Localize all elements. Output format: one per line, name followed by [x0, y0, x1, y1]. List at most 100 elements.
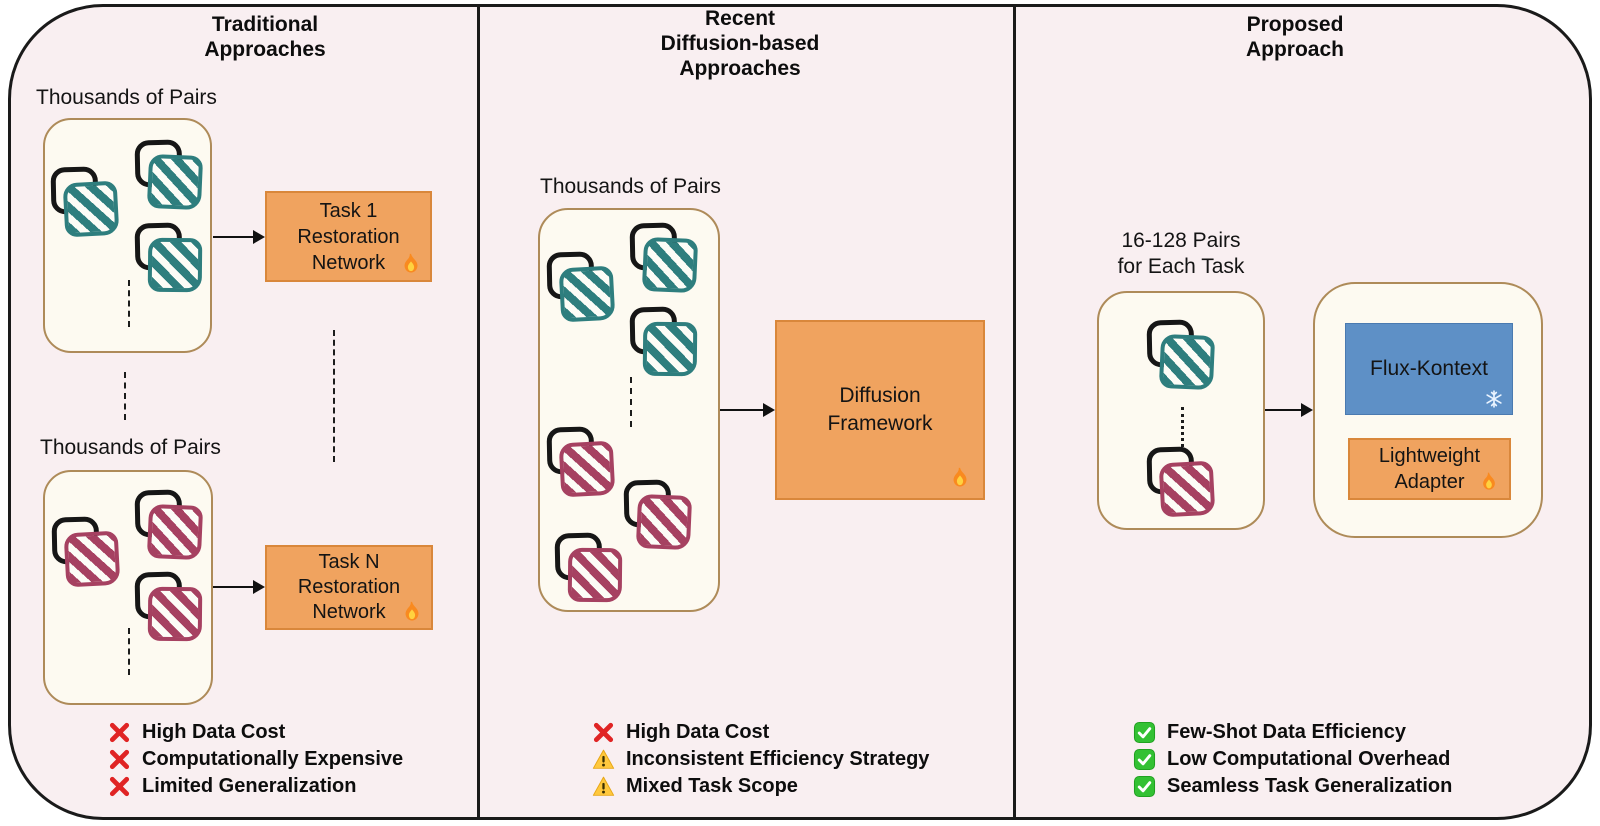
benefit-item: Few-Shot Data Efficiency — [1133, 720, 1406, 745]
image-pair — [546, 426, 622, 504]
drawback-item: Computationally Expensive — [108, 747, 403, 772]
degraded-image-hatched — [62, 180, 120, 238]
warning-icon — [592, 775, 615, 798]
taskN-network-box: Task N Restoration Network — [265, 545, 433, 630]
bullet-text: Limited Generalization — [142, 775, 357, 797]
box-line: Network — [311, 251, 386, 274]
panel-title-diffusion: Recent Diffusion-based Approaches — [590, 6, 890, 81]
bullet-text: Few-Shot Data Efficiency — [1167, 721, 1406, 743]
degraded-image-hatched — [558, 440, 616, 498]
fire-icon — [949, 466, 971, 488]
label-line: 16-128 Pairs — [1121, 229, 1241, 252]
fire-icon — [1479, 471, 1499, 491]
task1-network-box: Task 1 Restoration Network — [265, 191, 432, 282]
title-line: Approach — [1245, 38, 1344, 61]
cross-icon — [592, 721, 615, 744]
check-icon — [1133, 775, 1156, 798]
dataset-container-proposed — [1097, 291, 1265, 530]
title-line: Proposed — [1246, 13, 1344, 36]
panel-title-proposed: Proposed Approach — [1170, 12, 1420, 62]
cross-icon — [108, 748, 131, 771]
image-pair — [1146, 319, 1222, 397]
dataset-label-proposed: 16-128 Pairs for Each Task — [1081, 228, 1281, 280]
degraded-image-hatched — [63, 530, 121, 588]
lightweight-adapter-box: Lightweight Adapter — [1348, 438, 1511, 500]
box-line: Task 1 — [319, 199, 378, 222]
dataset-label-task1: Thousands of Pairs — [36, 86, 217, 109]
bullet-text: Low Computational Overhead — [1167, 748, 1451, 770]
dataset-label-taskN: Thousands of Pairs — [40, 436, 221, 459]
benefit-item: Seamless Task Generalization — [1133, 774, 1452, 799]
title-line: Recent — [704, 7, 776, 30]
degraded-image-hatched — [146, 153, 204, 211]
image-pair — [134, 222, 210, 300]
box-line: Adapter — [1394, 471, 1465, 493]
cross-icon — [108, 775, 131, 798]
check-icon — [1133, 748, 1156, 771]
ellipsis-dotted-line — [1181, 407, 1184, 447]
benefit-item: Low Computational Overhead — [1133, 747, 1450, 772]
degraded-image-hatched — [567, 547, 623, 603]
label-line: for Each Task — [1117, 255, 1245, 278]
cross-icon — [108, 721, 131, 744]
bullet-text: Inconsistent Efficiency Strategy — [626, 748, 930, 770]
image-pair — [623, 479, 699, 557]
box-line: Framework — [827, 412, 933, 435]
degraded-image-hatched — [147, 586, 203, 642]
model-container-proposed: Flux-Kontext Lightweight Adapter — [1313, 282, 1543, 538]
title-line: Traditional — [211, 13, 319, 36]
panel-divider-1 — [477, 4, 480, 820]
drawback-item: High Data Cost — [592, 720, 769, 745]
title-line: Approaches — [679, 57, 801, 80]
bullet-text: High Data Cost — [626, 721, 770, 743]
title-line: Diffusion-based — [660, 32, 820, 55]
box-line: Network — [312, 601, 386, 623]
image-pair — [134, 489, 210, 567]
warning-icon — [592, 748, 615, 771]
ellipsis-dashed-line — [124, 372, 126, 420]
ellipsis-dashed-line — [333, 330, 335, 462]
image-pair — [554, 532, 630, 610]
fire-icon — [401, 600, 423, 622]
diffusion-framework-box: Diffusion Framework — [775, 320, 985, 500]
ellipsis-dashed-line — [128, 628, 130, 675]
ellipsis-dashed-line — [630, 377, 632, 427]
image-pair — [629, 306, 705, 384]
image-pair — [134, 139, 210, 217]
image-pair — [546, 251, 622, 329]
dataset-label-diffusion: Thousands of Pairs — [540, 175, 721, 198]
bullet-text: Mixed Task Scope — [626, 775, 798, 797]
panel-divider-2 — [1013, 4, 1016, 820]
drawback-item: Mixed Task Scope — [592, 774, 798, 799]
box-line: Flux-Kontext — [1370, 357, 1488, 380]
panel-title-traditional: Traditional Approaches — [140, 12, 390, 62]
snowflake-icon — [1484, 389, 1504, 409]
box-line: Lightweight — [1378, 445, 1481, 467]
image-pair — [1146, 446, 1222, 524]
degraded-image-hatched — [642, 321, 698, 377]
bullet-text: High Data Cost — [142, 721, 286, 743]
check-icon — [1133, 721, 1156, 744]
image-pair — [134, 571, 210, 649]
image-pair — [50, 166, 126, 244]
box-line: Restoration — [297, 225, 400, 248]
box-line: Restoration — [297, 576, 401, 598]
bullet-text: Computationally Expensive — [142, 748, 404, 770]
box-line: Diffusion — [839, 384, 921, 407]
degraded-image-hatched — [1158, 333, 1216, 391]
degraded-image-hatched — [147, 237, 203, 293]
title-line: Approaches — [204, 38, 326, 61]
degraded-image-hatched — [146, 503, 204, 561]
drawback-item: High Data Cost — [108, 720, 285, 745]
dataset-container-taskN — [43, 470, 213, 705]
drawback-item: Limited Generalization — [108, 774, 356, 799]
ellipsis-dashed-line — [128, 280, 130, 327]
dataset-container-task1 — [43, 118, 212, 353]
bullet-text: Seamless Task Generalization — [1167, 775, 1453, 797]
degraded-image-hatched — [641, 236, 699, 294]
degraded-image-hatched — [635, 493, 693, 551]
image-pair — [51, 516, 127, 594]
degraded-image-hatched — [1158, 460, 1216, 518]
degraded-image-hatched — [558, 265, 616, 323]
